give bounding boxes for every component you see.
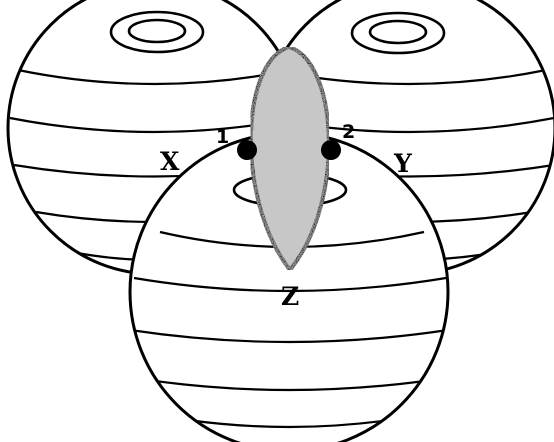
sphere-y-label: Y <box>393 149 413 178</box>
intersection-point-1 <box>237 140 257 160</box>
point-2-label: 2 <box>342 121 355 143</box>
sphere-x-label: X <box>160 147 180 176</box>
intersection-point-2 <box>321 140 341 160</box>
point-1-label: 1 <box>216 126 229 148</box>
sphere-z-label: Z <box>281 282 299 311</box>
